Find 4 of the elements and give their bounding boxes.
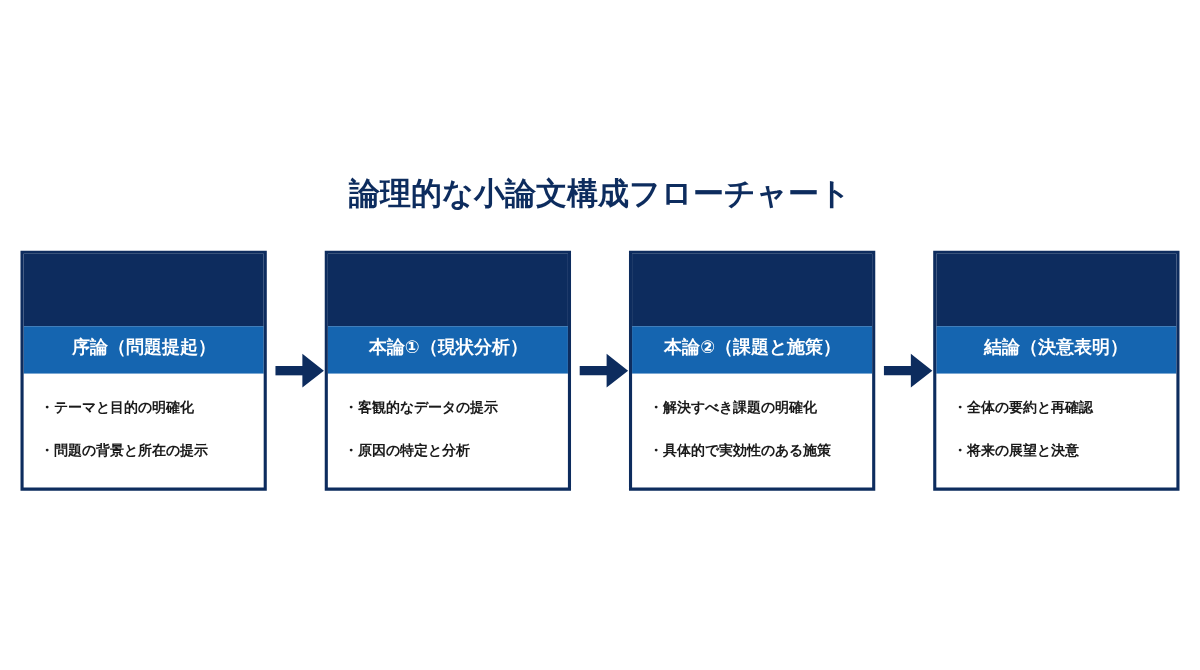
arrow [275,353,324,388]
diagram-title: 論理的な小論文構成フローチャート [349,174,852,211]
arrow [883,353,933,388]
arrow [579,353,629,388]
